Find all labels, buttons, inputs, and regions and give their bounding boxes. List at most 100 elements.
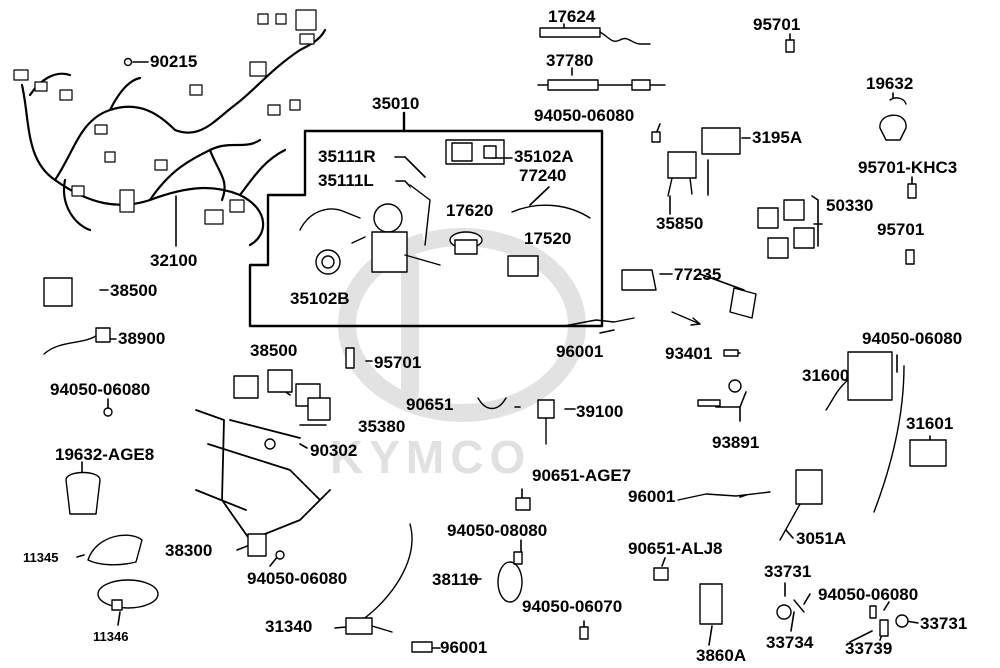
kymco-watermark: KYMCO [330,431,532,483]
label-3195A: 3195A [752,128,803,147]
label-94050-06080-d: 94050-06080 [818,585,919,604]
clip-90651 [477,397,507,410]
label-38500-b: 38500 [250,341,298,360]
label-94050-06080-c: 94050-06080 [50,380,151,399]
label-50330: 50330 [826,196,874,215]
relays-38500-b [233,369,331,421]
label-95701-KHC3: 95701-KHC3 [858,158,958,177]
label-31600: 31600 [802,366,850,385]
label-3051A: 3051A [796,529,847,548]
label-19632: 19632 [866,74,914,93]
cable-94050-06080-chain [873,365,905,513]
bolt-94050-06080-b [103,407,113,417]
label-33734: 33734 [766,633,814,652]
label-95701-top: 95701 [753,15,801,34]
relay-39100 [537,399,555,445]
label-94050-06080-e: 94050-06080 [247,569,348,588]
label-38110: 38110 [432,570,479,589]
bolt-94050-06070 [579,626,589,640]
bolt-93401 [723,349,739,357]
label-33731-a: 33731 [764,562,812,581]
label-35380: 35380 [358,417,406,436]
sensor-37780 [537,79,666,91]
assembly-box-35010 [248,111,604,328]
label-31601: 31601 [906,414,954,433]
label-31340: 31340 [265,617,313,636]
label-94050-08080: 94050-08080 [447,521,548,540]
relay-38500-a [43,277,73,307]
bolt-96001-c [411,641,433,653]
label-95701-r: 95701 [877,220,925,239]
frame-assembly [195,409,331,541]
label-96001-c: 96001 [440,638,488,657]
horn-38110 [497,551,523,603]
bracket-33739 [879,619,889,637]
label-11346: 11346 [93,629,129,644]
main-wiring-harness [20,28,327,247]
label-96001-b: 96001 [628,487,676,506]
cable-17624 [539,27,651,45]
label-35010: 35010 [372,94,420,113]
band-11346 [97,579,159,611]
clip-19632 [879,97,907,141]
bolt-94050-06080-c [275,550,285,560]
label-3860A: 3860A [696,646,747,665]
label-35102A: 35102A [514,147,574,166]
bolt-94050-06080-e [869,605,877,619]
bracket-77235 [621,269,757,319]
bolt-93891 [697,379,742,407]
clip-90651-AGE7 [515,497,531,511]
clip-19632-AGE8 [65,471,101,515]
label-11345: 11345 [23,550,59,565]
clip-90651-ALJ8 [653,567,669,581]
bracket-33734 [776,599,805,620]
fuse-50330 [757,199,815,259]
relay-3195A [701,127,741,155]
label-94050-06080-b: 94050-06080 [862,329,963,348]
label-37780: 37780 [546,51,594,70]
bolt-95701-KHC3 [907,183,917,199]
bolt-94050-06080-a [651,131,661,143]
socket-38900 [43,327,111,355]
label-35850: 35850 [656,214,704,233]
label-94050-06080-a: 94050-06080 [534,106,635,125]
label-35111L: 35111L [318,171,374,190]
cover-11345 [87,534,143,566]
connector-3860A [699,583,723,625]
label-33731-b: 33731 [920,614,968,633]
label-77240: 77240 [519,166,567,185]
cable-96001-a [563,317,635,327]
label-38900: 38900 [118,329,166,348]
key-switch-components [299,139,591,277]
label-95701-c: 95701 [374,353,422,372]
cable-96001-b [677,491,771,501]
label-33739: 33739 [845,639,893,658]
label-90302: 90302 [310,441,358,460]
label-93401: 93401 [665,344,713,363]
buzzer-38300 [247,533,267,557]
label-90651: 90651 [406,395,454,414]
label-77235: 77235 [674,265,722,284]
bolt-95701-r [905,249,915,265]
socket-31601 [909,439,947,467]
label-35102B: 35102B [290,289,350,308]
label-17620: 17620 [446,201,494,220]
arrow-indicator [671,311,701,326]
bolt-95701-c [345,347,355,369]
label-17520: 17520 [524,229,572,248]
coil-3051A [779,469,823,541]
label-32100: 32100 [150,251,198,270]
sensor-31340 [345,523,413,635]
screw-90302 [264,438,276,450]
bolt-90215 [123,57,133,67]
label-90651-AGE7: 90651-AGE7 [532,466,632,485]
label-93891: 93891 [712,433,760,452]
grommet-33731 [895,614,909,628]
bolt-95701-top [785,39,795,53]
switch-35850 [667,151,697,197]
label-96001-a: 96001 [556,342,604,361]
label-38500-a: 38500 [110,281,158,300]
label-94050-06070: 94050-06070 [522,597,623,616]
label-38300: 38300 [165,541,213,560]
